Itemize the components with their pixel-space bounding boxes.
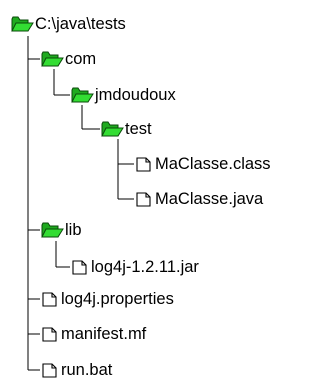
tree-node-jmdoudoux[interactable]: jmdoudoux <box>70 83 176 107</box>
file-icon <box>40 289 60 309</box>
folder-open-icon <box>70 85 94 105</box>
file-icon <box>70 257 90 277</box>
tree-node-run-bat[interactable]: run.bat <box>40 358 112 382</box>
tree-node-label: C:\java\tests <box>35 15 126 33</box>
file-icon <box>40 324 60 344</box>
tree-node-label: MaClasse.class <box>155 155 271 173</box>
tree-node-com[interactable]: com <box>40 47 96 71</box>
folder-open-icon <box>40 49 64 69</box>
tree-node-maclasse-class[interactable]: MaClasse.class <box>134 152 271 176</box>
tree-node-log4j-jar[interactable]: log4j-1.2.11.jar <box>70 255 199 279</box>
tree-node-label: jmdoudoux <box>95 86 176 104</box>
file-icon <box>134 189 154 209</box>
tree-node-manifest[interactable]: manifest.mf <box>40 322 146 346</box>
tree-node-label: com <box>65 50 97 68</box>
tree-node-label: test <box>125 120 152 138</box>
folder-open-icon <box>40 220 64 240</box>
file-icon <box>40 360 60 380</box>
tree-node-label: MaClasse.java <box>155 190 264 208</box>
tree-node-test[interactable]: test <box>100 117 152 141</box>
tree-node-lib[interactable]: lib <box>40 218 82 242</box>
tree-node-log4j-properties[interactable]: log4j.properties <box>40 287 174 311</box>
tree-node-label: lib <box>65 221 82 239</box>
folder-open-icon <box>10 14 34 34</box>
tree-node-label: manifest.mf <box>61 325 147 343</box>
file-icon <box>134 154 154 174</box>
tree-node-maclasse-java[interactable]: MaClasse.java <box>134 187 263 211</box>
folder-open-icon <box>100 119 124 139</box>
tree-node-label: log4j-1.2.11.jar <box>91 258 199 276</box>
tree-node-label: run.bat <box>61 361 113 379</box>
tree-node-root[interactable]: C:\java\tests <box>10 12 126 36</box>
tree-node-label: log4j.properties <box>61 290 174 308</box>
